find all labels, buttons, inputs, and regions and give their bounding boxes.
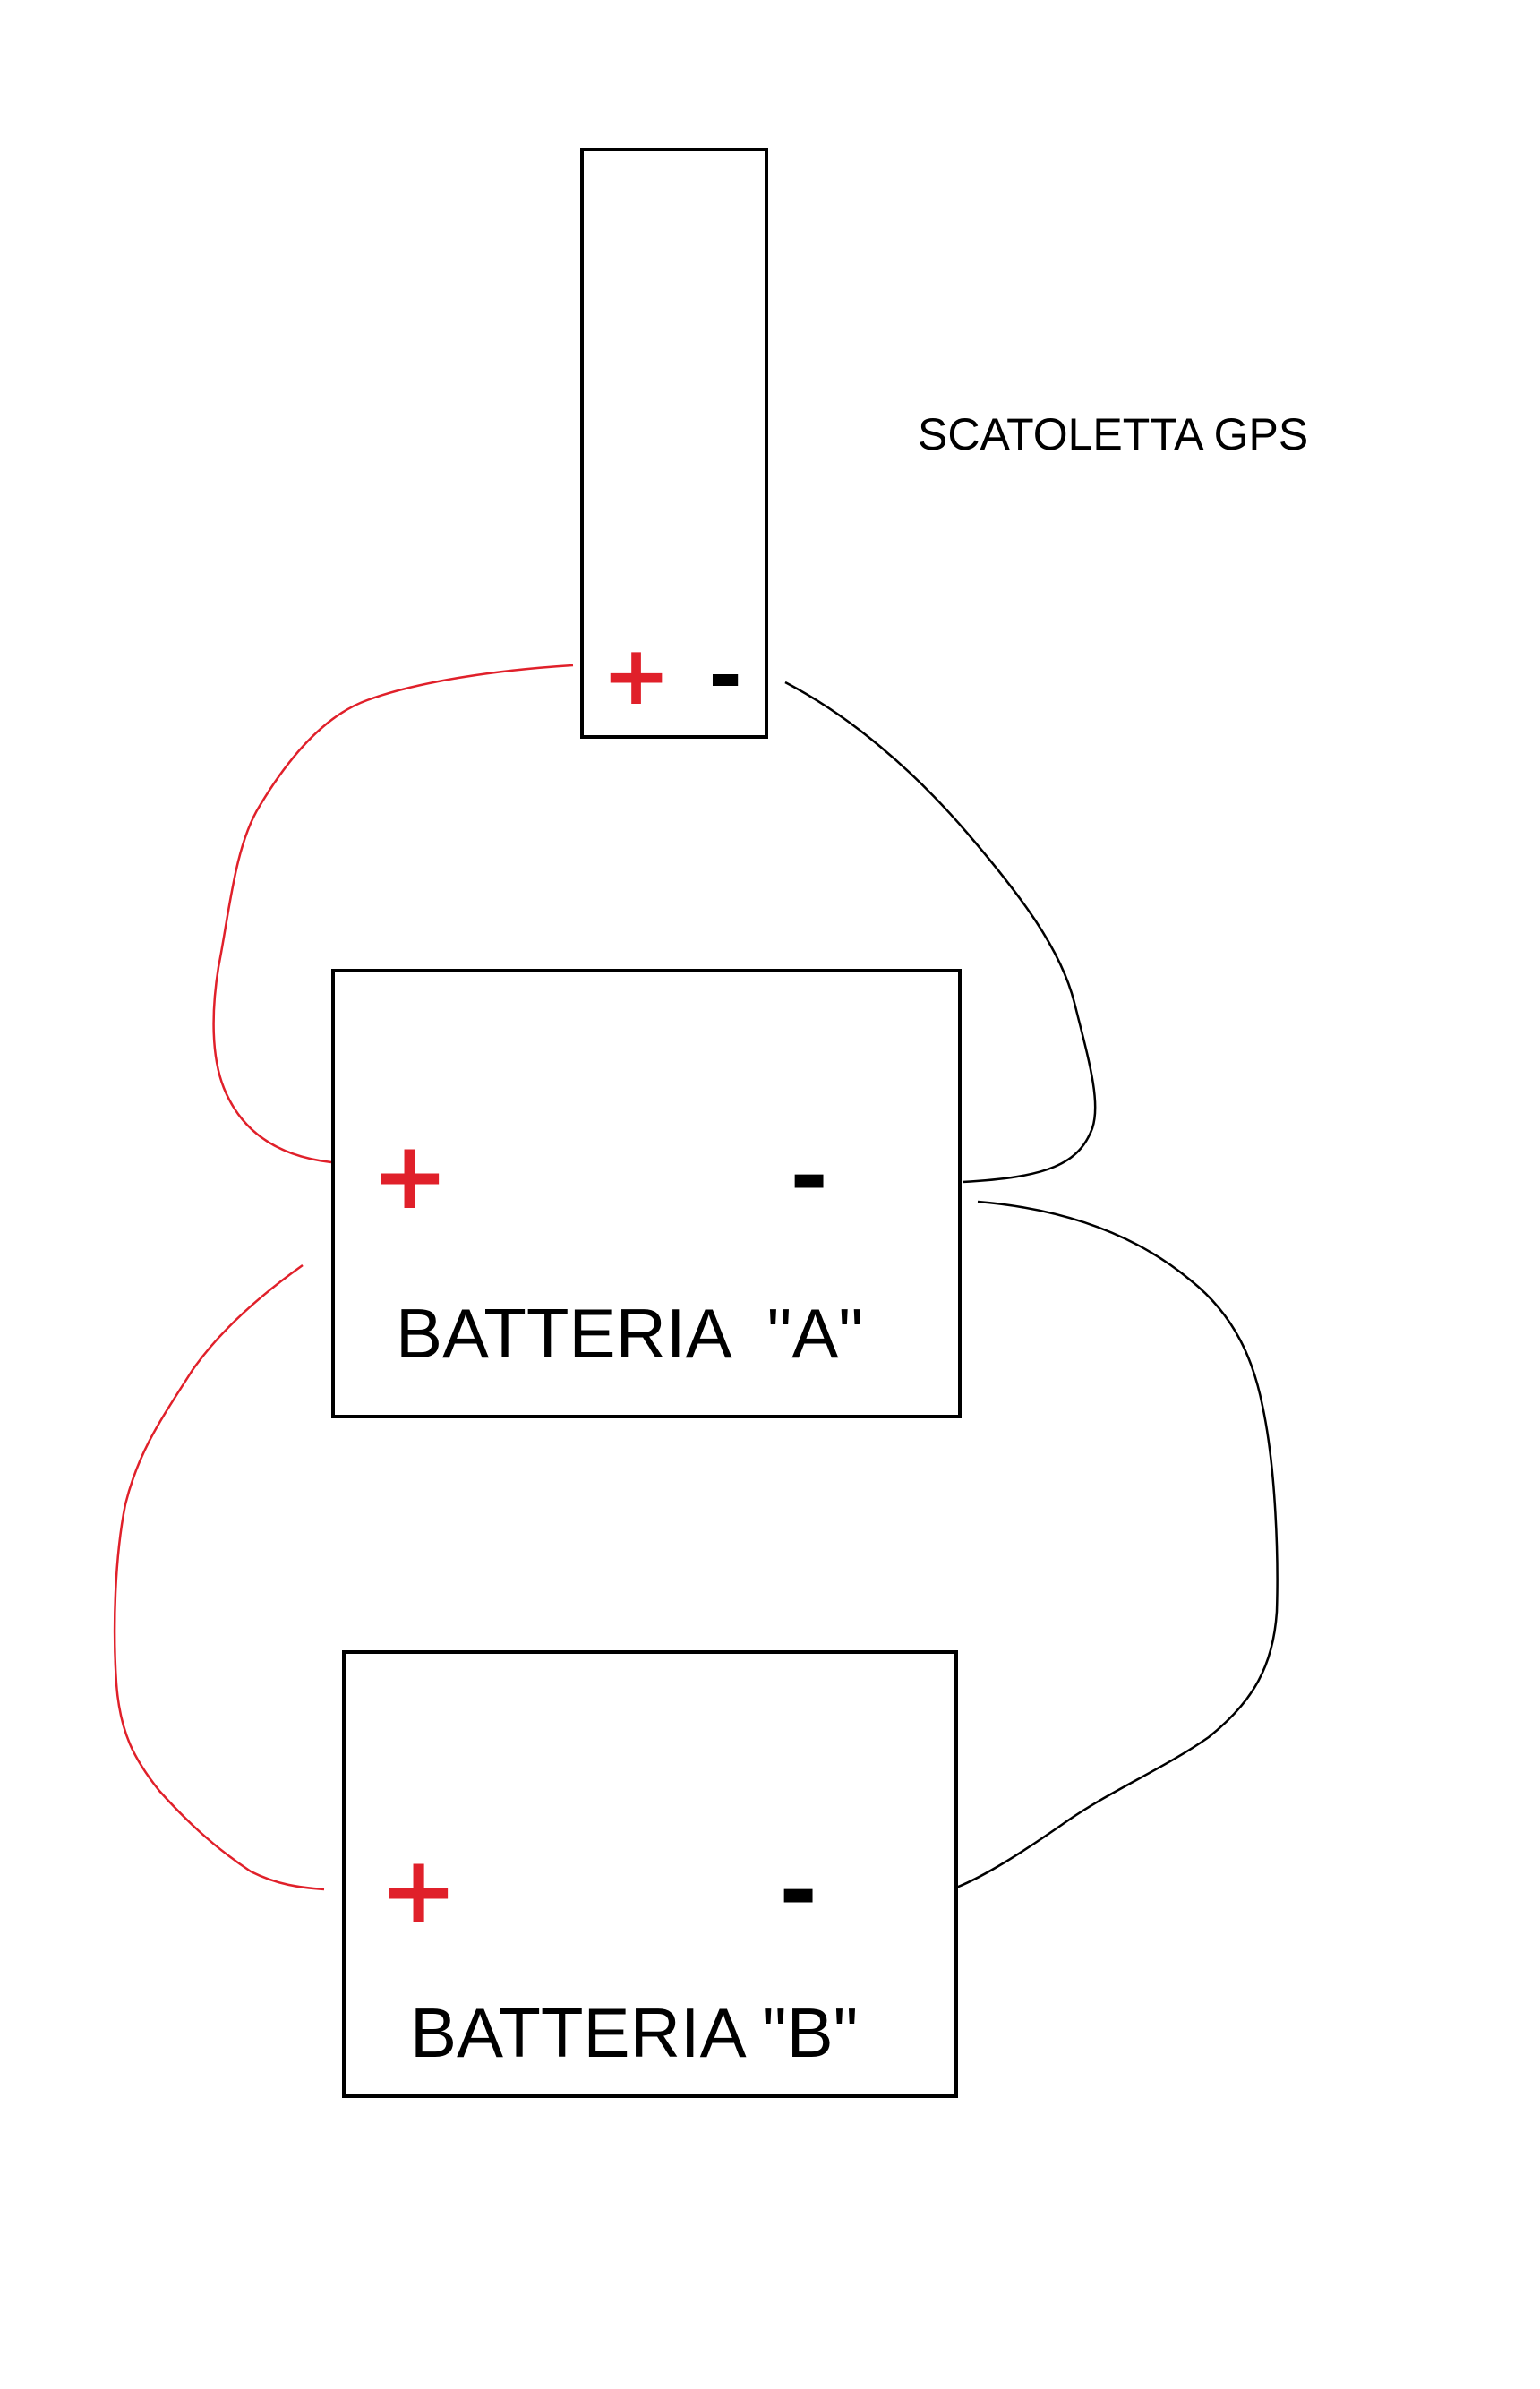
battery-b-minus-terminal: - [779,1836,818,1945]
battery-a: + - BATTERIA "A" [331,969,962,1418]
wire-gps-plus-to-battery-a-plus [212,664,574,1164]
gps-box: + - [580,148,768,739]
wire-battery-a-plus-to-battery-b-plus [113,1263,325,1891]
battery-a-plus-terminal: + [371,1121,449,1230]
battery-a-minus-terminal: - [790,1121,829,1230]
battery-a-caption: BATTERIA "A" [396,1294,864,1373]
gps-minus-terminal: - [708,628,743,724]
wire-battery-a-minus-to-battery-b-minus [955,1200,1279,1889]
gps-box-caption: SCATOLETTA GPS [918,409,1309,459]
battery-b: + - BATTERIA "B" [342,1650,958,2098]
battery-b-caption: BATTERIA "B" [410,1993,859,2072]
battery-b-plus-terminal: + [380,1836,458,1945]
gps-plus-terminal: + [602,628,672,724]
wire-gps-minus-to-battery-a-minus [784,681,1097,1184]
